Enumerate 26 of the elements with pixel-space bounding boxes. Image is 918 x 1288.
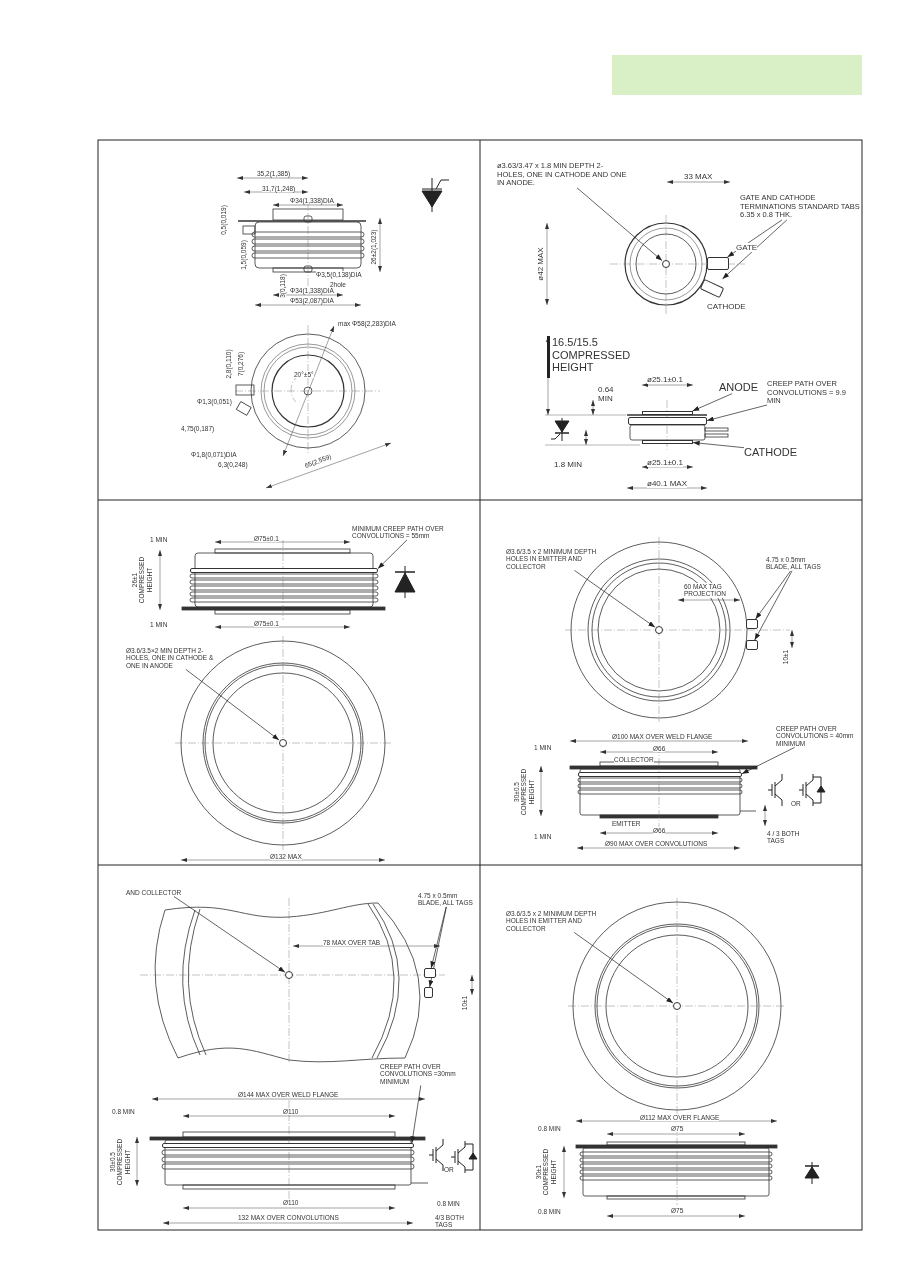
- convolution-ring: [190, 568, 378, 573]
- dimension-label: ø25.1±0.1: [647, 458, 683, 468]
- dimension-label: 33 MAX: [684, 172, 713, 182]
- mounting-hole: [662, 260, 670, 268]
- dimension-label: ø40.1 MAX: [647, 479, 687, 489]
- dimension-label: 1.8 MIN: [554, 460, 582, 470]
- terminal-label: CATHODE: [707, 302, 746, 312]
- terminal-tab: [707, 257, 729, 270]
- terminal-tab: [746, 619, 758, 629]
- terminal-tab: [424, 987, 433, 998]
- contact-plate: [642, 411, 693, 415]
- mounting-hole: [673, 1002, 681, 1010]
- terminal-label: GATE: [736, 243, 758, 253]
- terminal-tab: [699, 278, 725, 299]
- mounting-hole: [279, 739, 287, 747]
- convolution-ring: [628, 417, 707, 425]
- callout-note: CATHODE: [744, 446, 834, 459]
- convolution-ring: [578, 772, 742, 777]
- mounting-hole: [285, 971, 293, 979]
- contact-plate: [642, 440, 693, 444]
- terminal-tab: [424, 968, 436, 978]
- convolution-ring: [162, 1143, 414, 1148]
- terminal-tab: [746, 640, 758, 650]
- mounting-hole: [655, 626, 663, 634]
- dimension-label: ø25.1±0.1: [647, 375, 683, 385]
- dimension-label: ø42 MAX: [536, 247, 546, 281]
